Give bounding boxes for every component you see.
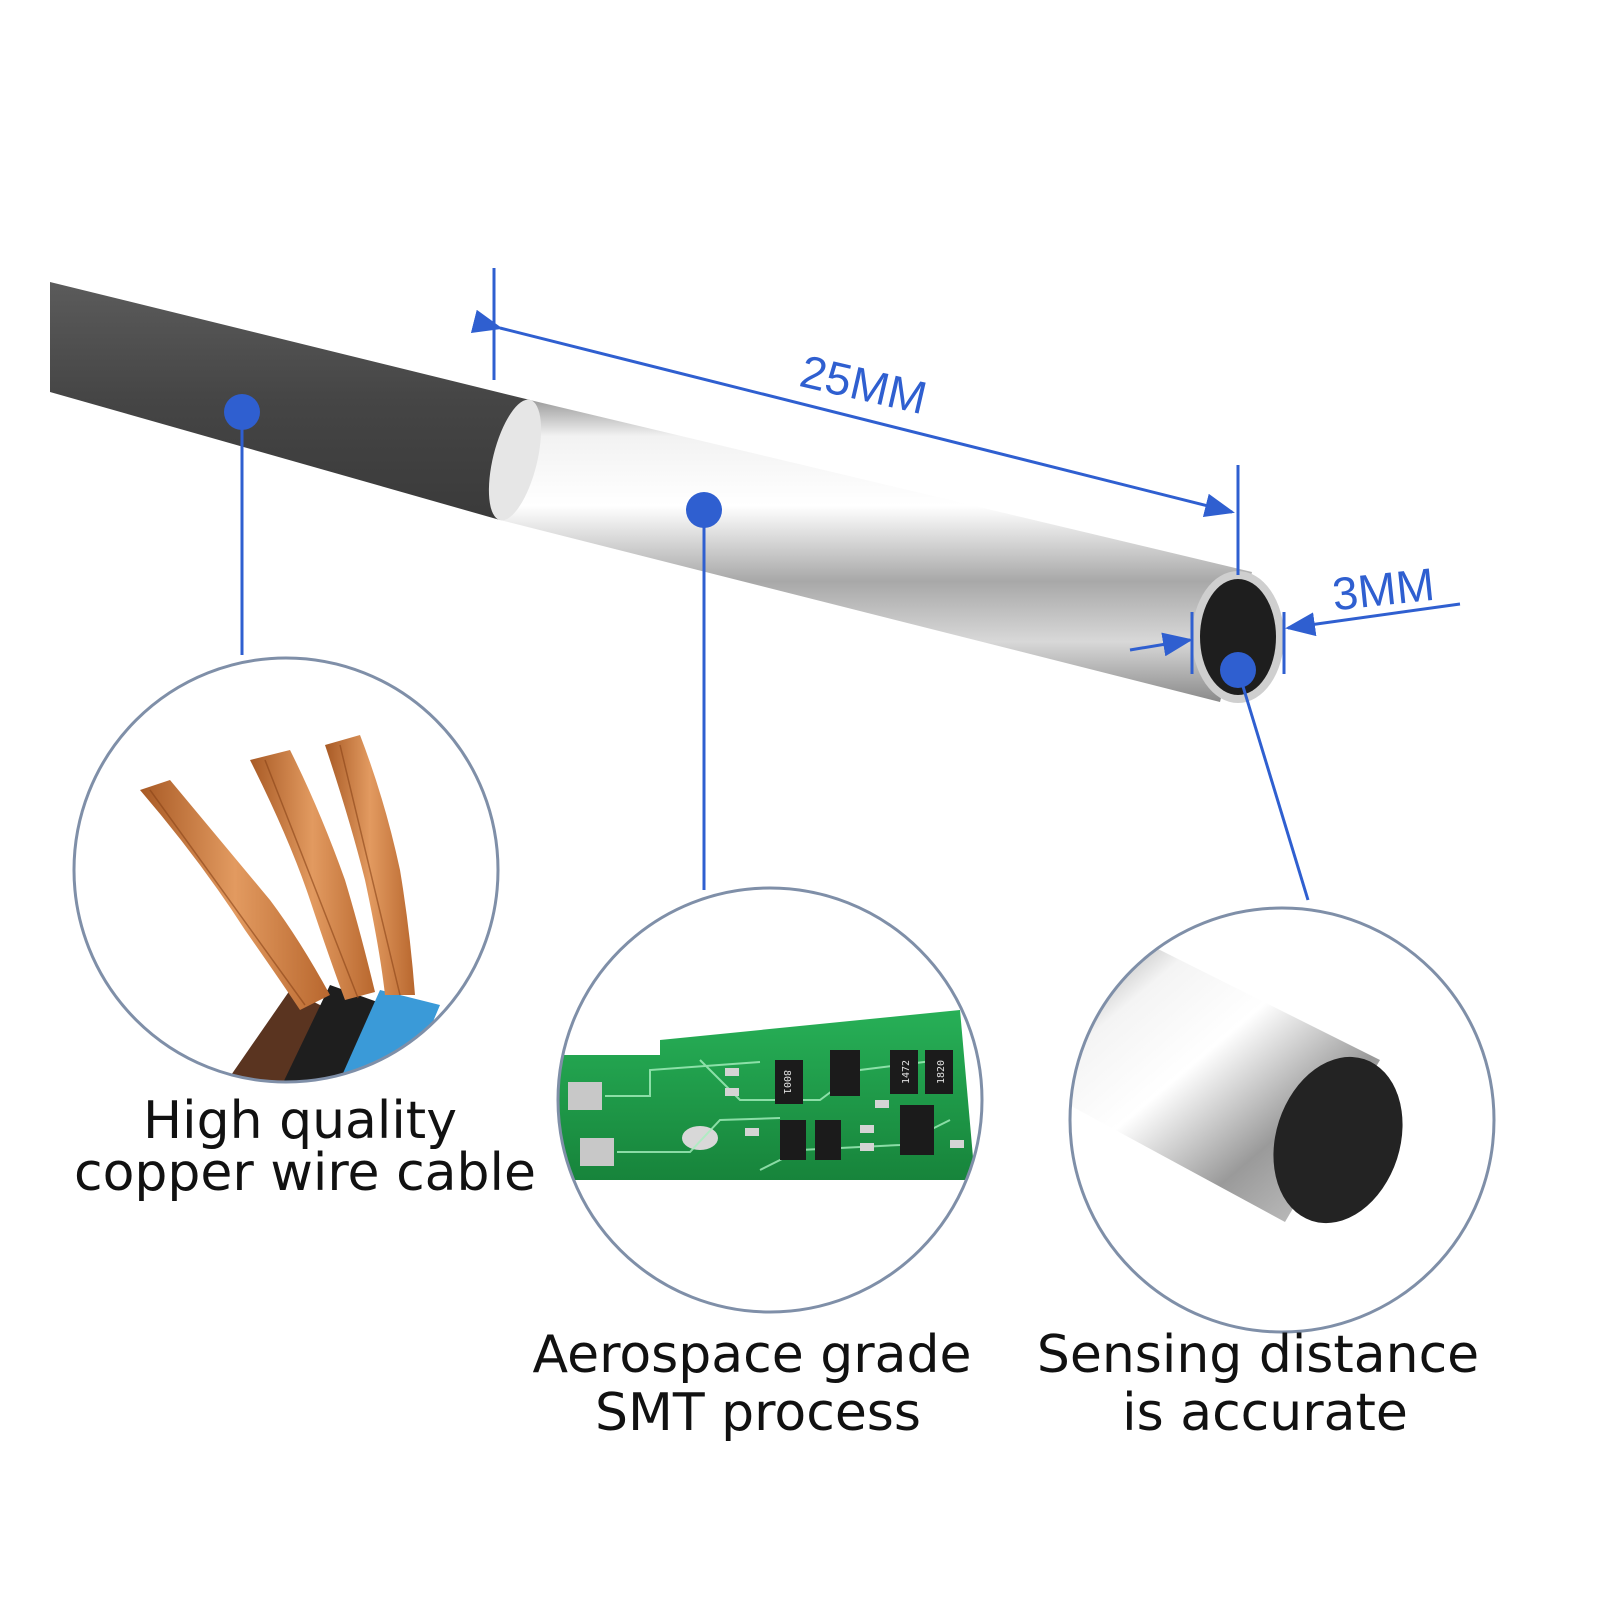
pcb-illustration: 8001 1472 1820 (558, 1010, 975, 1180)
chip-label: 8001 (781, 1070, 792, 1094)
detail-cable (72, 656, 500, 1084)
chip-label: 1472 (901, 1060, 912, 1084)
diameter-label: 3MM (1330, 558, 1437, 620)
diameter-arrow-right-icon (1285, 602, 1461, 637)
caption-smt: Aerospace grade SMT process (532, 1325, 971, 1443)
probe-tip (1192, 571, 1284, 703)
caption-smt-line2: SMT process (595, 1383, 921, 1443)
detail-sensing (1068, 906, 1496, 1334)
caption-sensing-line1: Sensing distance (1037, 1325, 1479, 1385)
callout-sensing (1220, 652, 1310, 901)
caption-smt-line1: Aerospace grade (532, 1325, 971, 1385)
copper-wires-illustration (140, 735, 440, 1082)
diameter-dimension: 3MM (1129, 558, 1461, 674)
caption-sensing-line2: is accurate (1122, 1383, 1408, 1443)
probe-assembly (50, 282, 1284, 703)
diameter-arrow-left-icon (1129, 632, 1193, 657)
chip-label: 1820 (936, 1060, 947, 1084)
cable-body (50, 282, 530, 520)
callout-cable (224, 394, 260, 655)
detail-smt: 8001 1472 1820 (556, 886, 984, 1314)
callout-dot-icon (1220, 652, 1256, 688)
length-arrow-icon (470, 309, 1235, 518)
pcb-chips: 8001 1472 1820 (775, 1050, 953, 1160)
caption-sensing: Sensing distance is accurate (1037, 1325, 1479, 1443)
probe-tip-illustration (1070, 935, 1403, 1224)
callout-dot-icon (686, 492, 722, 528)
caption-cable: High quality copper wire cable (74, 1091, 536, 1203)
caption-cable-line1: High quality (143, 1091, 457, 1151)
steel-sleeve (488, 399, 1252, 702)
caption-cable-line2: copper wire cable (74, 1143, 536, 1203)
callout-smt (686, 492, 722, 890)
callout-dot-icon (224, 394, 260, 430)
length-label: 25MM (795, 345, 931, 424)
